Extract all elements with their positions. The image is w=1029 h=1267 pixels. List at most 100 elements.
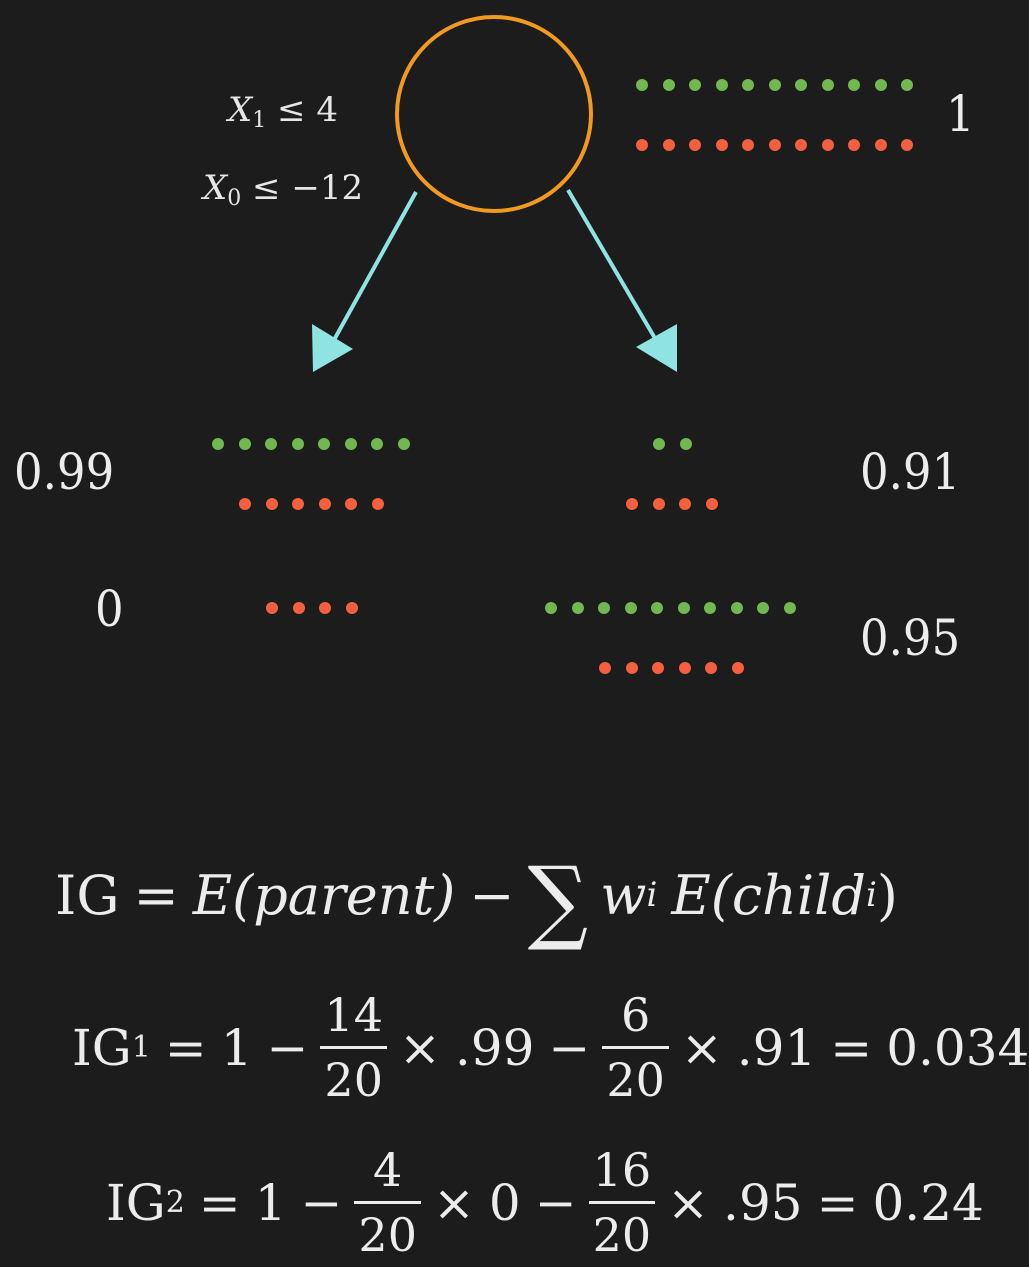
ig1-fraction-2: 6 20 bbox=[602, 992, 669, 1103]
child-entropy-value: .95 bbox=[723, 1173, 803, 1232]
green-sample-dot bbox=[624, 602, 637, 614]
equals-sign: = bbox=[198, 1173, 241, 1232]
red-sample-dot bbox=[678, 662, 691, 674]
split1-right-green-dots bbox=[653, 436, 692, 452]
split2-right-entropy: 0.95 bbox=[860, 609, 961, 667]
child-entropy-term: E(child bbox=[671, 863, 866, 927]
numerator: 4 bbox=[373, 1143, 403, 1197]
ig1-subscript: 1 bbox=[131, 1030, 151, 1065]
red-sample-dot bbox=[689, 139, 701, 151]
denominator: 20 bbox=[592, 1208, 652, 1262]
green-sample-dot bbox=[212, 438, 224, 450]
red-sample-dot bbox=[901, 139, 913, 151]
red-sample-dot bbox=[319, 602, 331, 614]
split1-right-red-dots bbox=[626, 496, 718, 512]
root-red-dots bbox=[636, 137, 913, 153]
green-sample-dot bbox=[397, 438, 410, 450]
fraction-bar bbox=[354, 1201, 421, 1204]
green-sample-dot bbox=[653, 438, 665, 450]
split1-left-green-dots bbox=[212, 436, 410, 452]
parent-entropy-value: 1 bbox=[220, 1018, 253, 1077]
green-sample-dot bbox=[545, 602, 557, 614]
red-sample-dot bbox=[292, 602, 305, 614]
green-sample-dot bbox=[821, 79, 834, 91]
ig1-result: 0.034 bbox=[886, 1018, 1029, 1077]
numerator: 6 bbox=[620, 988, 651, 1042]
red-sample-dot bbox=[715, 139, 728, 151]
red-sample-dot bbox=[239, 498, 251, 510]
red-sample-dot bbox=[345, 602, 358, 614]
red-sample-dot bbox=[266, 602, 278, 614]
red-sample-dot bbox=[679, 498, 691, 510]
denominator: 20 bbox=[358, 1208, 417, 1262]
split2-left-entropy: 0 bbox=[95, 580, 124, 638]
green-sample-dot bbox=[704, 602, 716, 614]
red-sample-dot bbox=[731, 662, 744, 674]
equals-sign: = bbox=[830, 1018, 873, 1077]
red-sample-dot bbox=[795, 139, 807, 151]
equals-sign: = bbox=[816, 1173, 859, 1232]
right-arrow bbox=[566, 188, 677, 372]
green-sample-dot bbox=[598, 602, 610, 614]
child-entropy-value: .99 bbox=[454, 1018, 535, 1077]
green-sample-dot bbox=[677, 602, 690, 614]
green-sample-dot bbox=[795, 79, 807, 91]
green-sample-dot bbox=[874, 79, 887, 91]
minus-sign: − bbox=[534, 1173, 577, 1232]
times-sign: × bbox=[667, 1173, 710, 1232]
tree-diagram bbox=[312, 15, 677, 372]
numerator: 14 bbox=[324, 988, 383, 1042]
equals-sign: = bbox=[164, 1018, 207, 1077]
split2-right-red-dots bbox=[599, 660, 744, 676]
minus-sign: − bbox=[266, 1018, 309, 1077]
red-sample-dot bbox=[652, 662, 664, 674]
red-sample-dot bbox=[705, 662, 717, 674]
split1-right-entropy: 0.91 bbox=[860, 443, 961, 501]
child-entropy-value: 0 bbox=[488, 1173, 521, 1232]
fraction-bar bbox=[320, 1046, 387, 1049]
root-green-dots bbox=[636, 77, 913, 93]
red-sample-dot bbox=[371, 498, 384, 510]
red-sample-dot bbox=[626, 498, 638, 510]
ig2-label: IG bbox=[106, 1173, 166, 1232]
ig1-label: IG bbox=[72, 1018, 132, 1077]
green-sample-dot bbox=[679, 438, 692, 450]
green-sample-dot bbox=[848, 79, 860, 91]
green-sample-dot bbox=[730, 602, 743, 614]
split1-left-entropy: 0.99 bbox=[14, 443, 115, 501]
red-sample-dot bbox=[292, 498, 304, 510]
red-sample-dot bbox=[768, 139, 781, 151]
ig2-fraction-2: 16 20 bbox=[588, 1143, 656, 1262]
ig1-fraction-1: 14 20 bbox=[320, 992, 387, 1103]
ig-label: IG bbox=[55, 863, 120, 927]
child-subscript: i bbox=[865, 875, 877, 915]
denominator: 20 bbox=[324, 1053, 383, 1107]
green-sample-dot bbox=[768, 79, 781, 91]
denominator: 20 bbox=[606, 1053, 665, 1107]
green-sample-dot bbox=[783, 602, 796, 614]
fraction-bar bbox=[588, 1201, 656, 1204]
green-sample-dot bbox=[571, 602, 584, 614]
green-sample-dot bbox=[636, 79, 648, 91]
weight-term: w bbox=[600, 863, 647, 927]
ig2-subscript: 2 bbox=[165, 1185, 185, 1220]
numerator: 16 bbox=[592, 1143, 652, 1197]
red-sample-dot bbox=[874, 139, 887, 151]
split1-left-red-dots bbox=[239, 496, 384, 512]
green-sample-dot bbox=[901, 79, 913, 91]
parent-entropy-value: 1 bbox=[254, 1173, 287, 1232]
split2-left-red-dots bbox=[266, 600, 358, 616]
green-sample-dot bbox=[662, 79, 675, 91]
red-sample-dot bbox=[705, 498, 718, 510]
green-sample-dot bbox=[371, 438, 383, 450]
fraction-bar bbox=[602, 1046, 669, 1049]
times-sign: × bbox=[680, 1018, 723, 1077]
green-sample-dot bbox=[238, 438, 251, 450]
summation-symbol: ∑ bbox=[527, 847, 588, 954]
green-sample-dot bbox=[715, 79, 728, 91]
ig2-fraction-1: 4 20 bbox=[354, 1147, 421, 1258]
times-sign: × bbox=[398, 1018, 441, 1077]
close-paren: ) bbox=[876, 863, 898, 927]
